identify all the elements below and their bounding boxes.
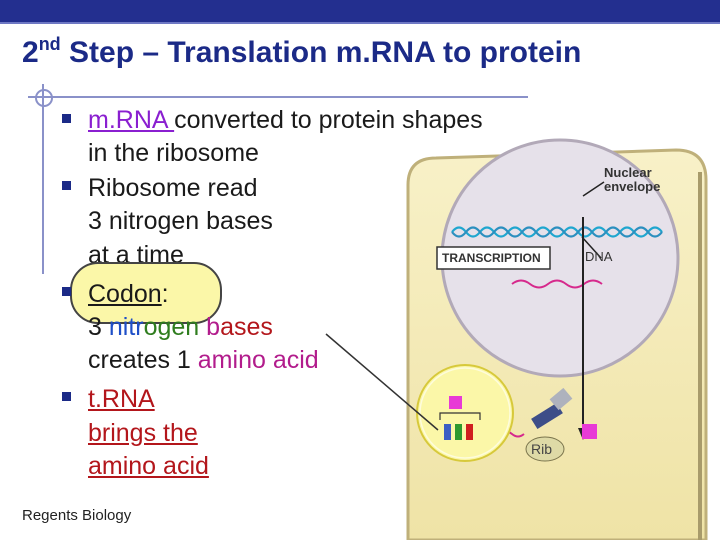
bullet4-line2: brings the	[88, 419, 198, 447]
dna-label: DNA	[585, 249, 613, 264]
top-banner	[0, 0, 720, 22]
trna-icon	[439, 396, 481, 440]
bullet-marker	[62, 114, 71, 123]
bullet2-line1: Ribosome read	[88, 174, 258, 202]
bullet3-line3: creates 1 amino acid	[88, 346, 319, 374]
transcription-label: TRANSCRIPTION	[442, 251, 541, 265]
bullet3-line2: 3 nitrogen bases	[88, 313, 273, 341]
bullet1-line1: m.RNA converted to protein shapes	[88, 106, 483, 134]
top-banner-line	[0, 22, 720, 24]
crosshair-circle-icon	[35, 89, 53, 107]
mrna-strand-icon	[511, 279, 603, 289]
bullet1-line2: in the ribosome	[88, 139, 259, 167]
bullet4-line3: amino acid	[88, 452, 209, 480]
dna-helix-icon	[451, 226, 663, 238]
bullet-marker	[62, 392, 71, 401]
title-rule	[28, 96, 528, 98]
bullet-marker	[62, 181, 71, 190]
nuclear-envelope-label: Nuclear envelope	[604, 165, 661, 194]
ribosome-icon	[525, 436, 565, 462]
bullet4-line1: t.RNA	[88, 385, 155, 413]
transcription-box	[436, 246, 551, 270]
decorative-vertical-line	[42, 84, 44, 274]
bullet-marker	[62, 287, 71, 296]
trna-ribosome-icon	[531, 387, 597, 439]
bullet2-line2: 3 nitrogen bases	[88, 207, 273, 235]
ribosome-label: Rib	[531, 441, 553, 457]
codon-highlight-cloud	[70, 262, 222, 324]
slide-title: 2nd Step – Translation m.RNA to protein	[22, 34, 582, 69]
footer-text: Regents Biology	[22, 507, 132, 524]
bullet3-line1: Codon:	[88, 280, 169, 308]
